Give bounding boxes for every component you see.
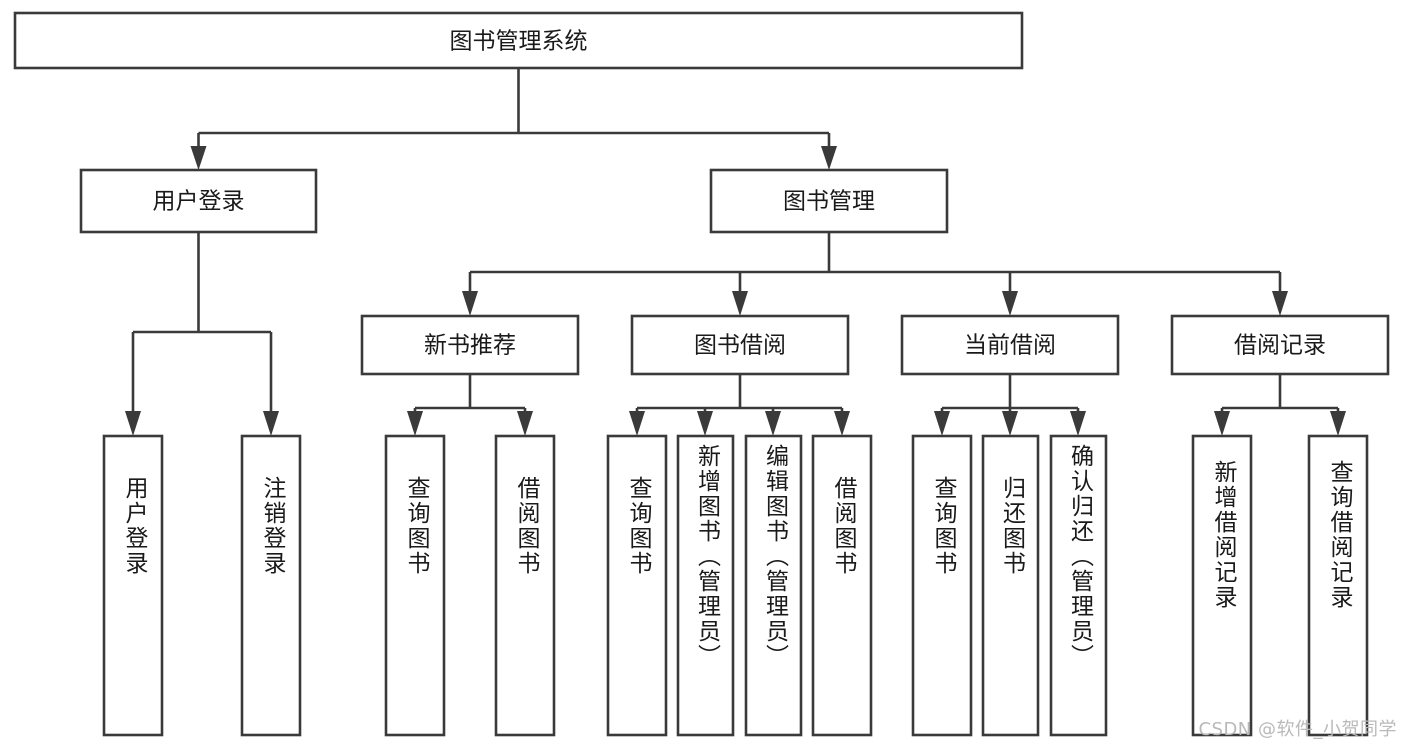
arrowhead-borrow-record xyxy=(1272,291,1288,316)
node-book-manage-label: 图书管理 xyxy=(783,189,875,215)
watermark-text: CSDN @软件_小贺同学 xyxy=(1198,719,1397,740)
node-user-login-box[interactable] xyxy=(79,168,318,234)
arrowhead-new-book-leaf-1 xyxy=(517,411,533,436)
arrowhead-book-borrow-leaf-2 xyxy=(765,411,781,436)
leaf-box-current-borrow-0[interactable] xyxy=(911,434,973,737)
leaf-box-borrow-record-0[interactable] xyxy=(1191,434,1253,737)
arrowhead-borrow-record-leaf-0 xyxy=(1214,411,1230,436)
node-layer: 图书管理系统 用户登录 图书管理 新书推荐 图书借阅 当前借阅 借阅记录 xyxy=(13,11,1390,737)
node-user-login-label: 用户登录 xyxy=(153,189,245,215)
arrowhead-borrow-record-leaf-1 xyxy=(1330,411,1346,436)
arrowhead-book-borrow-leaf-0 xyxy=(629,411,645,436)
node-borrow-record-box[interactable] xyxy=(1170,314,1390,376)
node-root-box[interactable] xyxy=(13,11,1024,70)
leaf-box-book-borrow-0[interactable] xyxy=(606,434,668,737)
arrowhead-book-borrow-leaf-3 xyxy=(834,411,850,436)
leaf-box-current-borrow-1[interactable] xyxy=(981,434,1040,737)
arrowhead-user-login-leaf-1 xyxy=(263,411,279,436)
node-book-borrow-label: 图书借阅 xyxy=(694,333,786,359)
arrowhead-user-login xyxy=(190,146,207,170)
leaf-box-new-book-1[interactable] xyxy=(494,434,556,737)
arrowhead-book-manage xyxy=(821,146,837,170)
arrowhead-user-login-leaf-0 xyxy=(125,411,141,436)
node-new-book-label: 新书推荐 xyxy=(424,333,516,359)
leaf-box-borrow-record-1[interactable] xyxy=(1307,434,1369,737)
node-book-manage-box[interactable] xyxy=(709,168,949,234)
arrowhead-new-book-leaf-0 xyxy=(407,411,423,436)
leaf-box-book-borrow-3[interactable] xyxy=(811,434,873,737)
node-borrow-record-label: 借阅记录 xyxy=(1234,333,1326,359)
leaf-box-user-login-0[interactable] xyxy=(102,434,164,737)
leaf-box-book-borrow-1[interactable] xyxy=(676,434,735,737)
node-current-borrow-label: 当前借阅 xyxy=(964,333,1056,359)
node-book-borrow-box[interactable] xyxy=(630,314,850,376)
arrowhead-current-borrow-leaf-2 xyxy=(1070,411,1086,436)
leaf-box-user-login-1[interactable] xyxy=(240,434,302,737)
node-new-book-box[interactable] xyxy=(360,314,580,376)
arrowhead-current-borrow-leaf-1 xyxy=(1002,411,1018,436)
node-current-borrow-box[interactable] xyxy=(900,314,1120,376)
arrowhead-current-borrow xyxy=(1002,291,1018,316)
connector-layer xyxy=(125,68,1346,436)
arrowhead-current-borrow-leaf-0 xyxy=(934,411,950,436)
leaf-box-new-book-0[interactable] xyxy=(384,434,446,737)
leaf-box-current-borrow-2[interactable] xyxy=(1049,434,1108,737)
arrowhead-new-book xyxy=(462,291,478,316)
leaf-box-book-borrow-2[interactable] xyxy=(744,434,803,737)
arrowhead-book-borrow-leaf-1 xyxy=(697,411,713,436)
node-root-label: 图书管理系统 xyxy=(450,29,588,55)
arrowhead-book-borrow xyxy=(732,291,748,316)
